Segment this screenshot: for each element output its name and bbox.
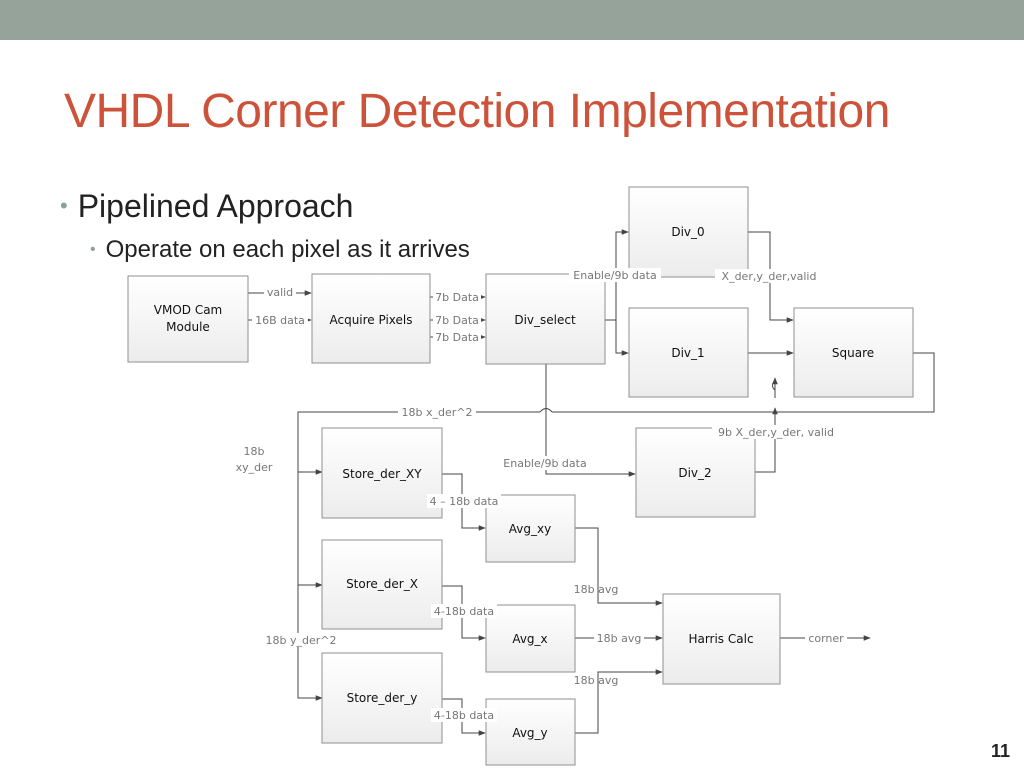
wire-div2-square	[755, 407, 778, 473]
sig-der-9b: 9b X_der,y_der, valid	[718, 426, 834, 439]
sig-avg-1: 18b avg	[574, 583, 619, 596]
block-square: Square	[793, 307, 914, 398]
wire-to-div2	[545, 364, 636, 477]
block-harris-calc: Harris Calc	[662, 593, 781, 685]
sig-corner: corner	[808, 632, 844, 645]
sig-xy-der-1: 18b	[244, 445, 265, 458]
block-div-2: Div_2	[635, 427, 756, 518]
sig-7b-3: 7b Data	[435, 331, 479, 344]
top-banner	[0, 0, 1024, 40]
bullet-dot-icon: •	[90, 241, 96, 258]
wire-square-out	[552, 352, 935, 413]
wire-avgxy-harris	[575, 527, 663, 606]
block-store-der-xy: Store_der_XY	[321, 427, 443, 519]
slide-title: VHDL Corner Detection Implementation	[64, 85, 890, 138]
block-div-select: Div_select	[485, 273, 606, 365]
sig-avg-2: 18b avg	[597, 632, 642, 645]
sig-4-18b-2: 4-18b data	[434, 605, 494, 618]
block-avg-y-label: Avg_y	[512, 726, 547, 740]
block-avg-x-label: Avg_x	[512, 632, 547, 646]
block-div-select-label: Div_select	[514, 313, 576, 327]
block-avg-xy-label: Avg_xy	[509, 522, 551, 536]
block-acquire-pixels: Acquire Pixels	[311, 273, 431, 364]
block-div-0: Div_0	[628, 186, 749, 278]
block-harris-label: Harris Calc	[688, 632, 753, 646]
signal-labels: valid 16B data 7b Data 7b Data 7b Data E…	[236, 268, 847, 722]
block-div-1-label: Div_1	[671, 346, 704, 360]
bullet-dot-icon: •	[60, 193, 68, 218]
block-store-xy-label: Store_der_XY	[342, 467, 422, 481]
wire-to-div1	[605, 319, 629, 356]
block-vmod: VMOD Cam Module	[127, 275, 249, 363]
sig-4-18b-3: 4-18b data	[434, 709, 494, 722]
sig-enable-top: Enable/9b data	[573, 269, 656, 282]
block-store-der-x: Store_der_X	[321, 539, 443, 630]
sig-4-18b-1: 4 – 18b data	[430, 495, 499, 508]
sig-der-top: X_der,y_der,valid	[722, 270, 817, 283]
sig-7b-2: 7b Data	[435, 314, 479, 327]
bullet-level-2: • Operate on each pixel as it arrives	[90, 236, 470, 264]
sig-7b-1: 7b Data	[435, 291, 479, 304]
block-store-y-label: Store_der_y	[347, 691, 418, 705]
block-div-2-label: Div_2	[678, 466, 711, 480]
block-store-x-label: Store_der_X	[346, 577, 418, 591]
sig-x-der-sq: 18b x_der^2	[402, 406, 473, 419]
sig-valid: valid	[267, 286, 293, 299]
block-acquire-label: Acquire Pixels	[329, 313, 412, 327]
block-avg-x: Avg_x	[485, 604, 576, 673]
bullet-level-1: • Pipelined Approach	[60, 188, 353, 225]
block-div-0-label: Div_0	[671, 225, 704, 239]
block-store-der-y: Store_der_y	[321, 652, 443, 744]
block-div-1: Div_1	[628, 307, 749, 398]
sig-avg-3: 18b avg	[574, 674, 619, 687]
block-square-label: Square	[832, 346, 874, 360]
block-vmod-label-1: VMOD Cam	[154, 303, 222, 317]
sig-xy-der-2: xy_der	[236, 461, 273, 474]
sig-enable-mid: Enable/9b data	[503, 457, 586, 470]
sig-16b-data: 16B data	[255, 314, 305, 327]
sig-y-der-sq: 18b y_der^2	[266, 634, 337, 647]
bullet-1-text: Pipelined Approach	[77, 188, 354, 224]
page-number: 11	[990, 741, 1010, 761]
bullet-2-text: Operate on each pixel as it arrives	[105, 236, 470, 263]
wire-avgy-harris	[575, 669, 663, 734]
block-avg-y: Avg_y	[485, 698, 576, 766]
block-vmod-label-2: Module	[166, 320, 210, 334]
